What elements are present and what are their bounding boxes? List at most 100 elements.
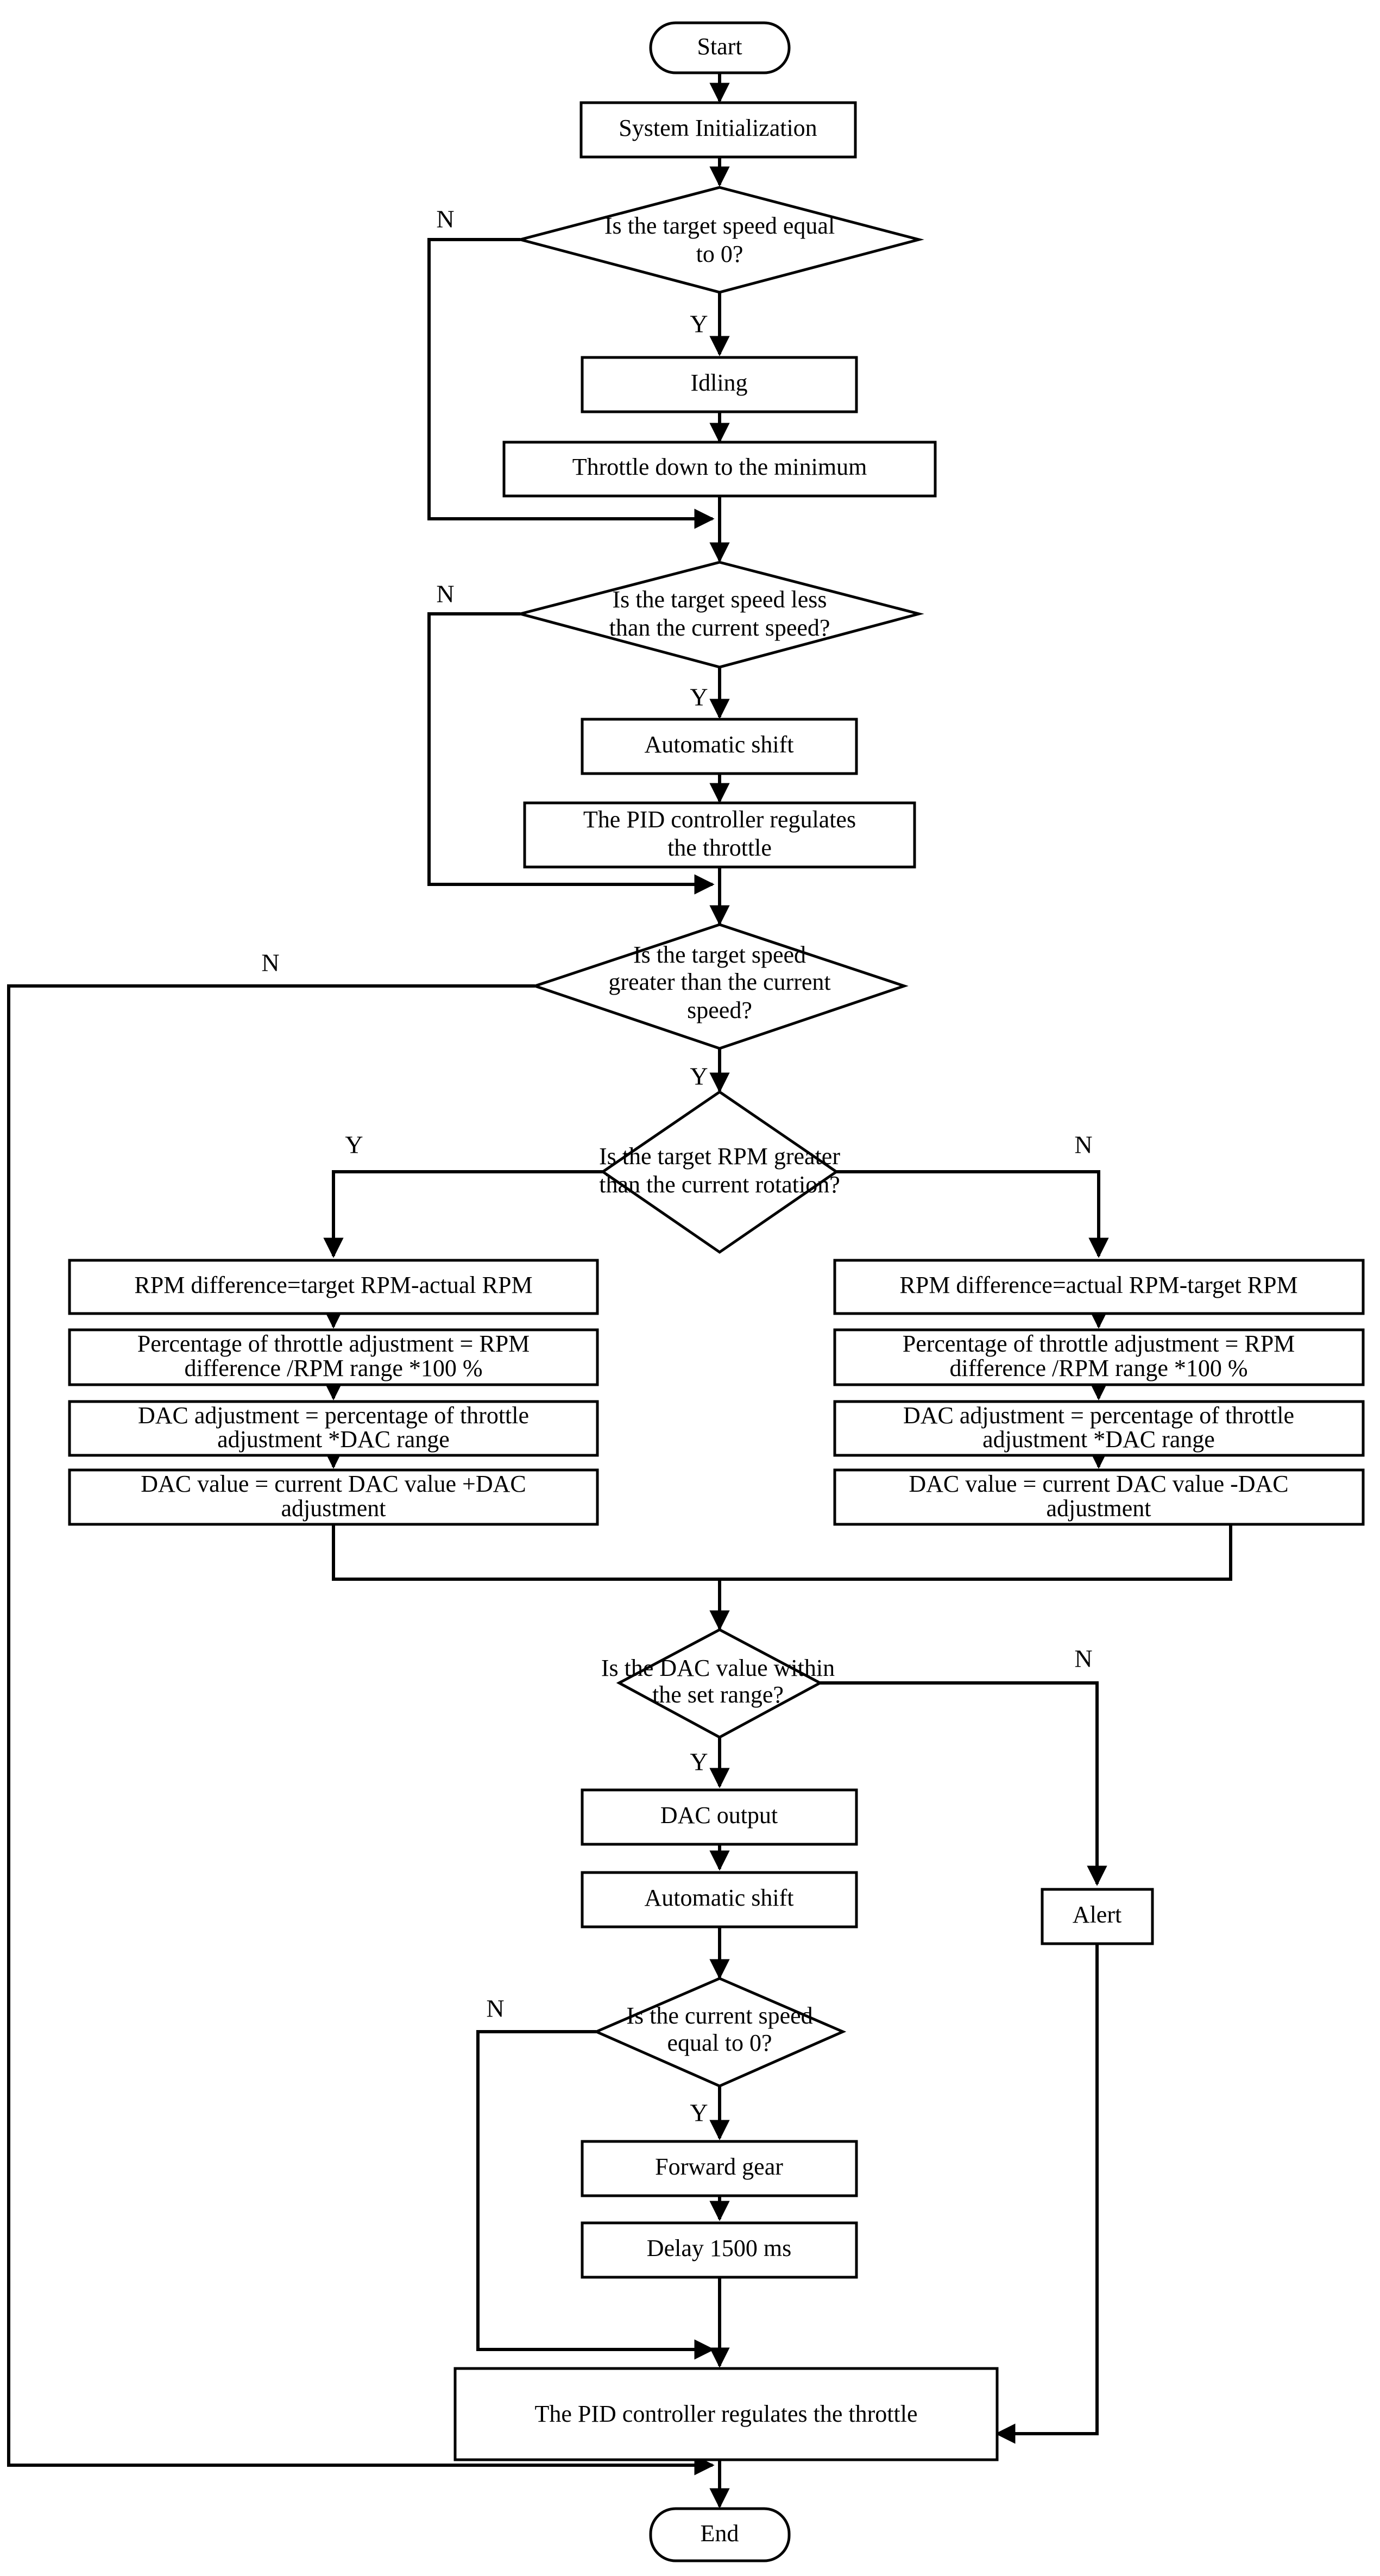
decision-target-zero-shape [515, 186, 924, 294]
auto-shift-1-shape [581, 718, 858, 775]
decision-dac-range-label-line1: Is the DAC value within [601, 1655, 835, 1681]
node-decision-target-greater-than-current[interactable]: Is the target speed greater than the cur… [531, 923, 909, 1050]
system-init-label: System Initialization [619, 115, 817, 141]
node-dac-output[interactable]: DAC output [581, 1788, 858, 1846]
decision-rpm-greater-shape [600, 1090, 839, 1254]
auto-shift-1-label: Automatic shift [645, 731, 794, 758]
system-init-shape [579, 101, 857, 159]
delay-label: Delay 1500 ms [647, 2235, 791, 2261]
node-left-dac-adjustment[interactable]: DAC adjustment = percentage of throttle … [68, 1400, 599, 1457]
end-label: End [701, 2520, 739, 2547]
edge-label-current-zero-no: N [486, 1995, 504, 2022]
edge-d4-no [836, 1170, 1109, 1258]
right-dac-val-label-line1: DAC value = current DAC value -DAC [909, 1471, 1288, 1497]
node-right-dac-adjustment[interactable]: DAC adjustment = percentage of throttle … [833, 1400, 1365, 1457]
decision-target-less-shape [515, 561, 924, 669]
node-decision-target-less-than-current[interactable]: Is the target speed less than the curren… [515, 561, 924, 669]
right-rpm-diff-shape [833, 1259, 1365, 1315]
node-idling[interactable]: Idling [581, 356, 858, 413]
throttle-min-shape [502, 441, 937, 498]
left-pct-shape [68, 1328, 599, 1386]
node-alert[interactable]: Alert [1041, 1888, 1154, 1945]
node-pid-regulates-throttle-1[interactable]: The PID controller regulates the throttl… [523, 801, 916, 869]
right-dac-val-shape [833, 1468, 1365, 1526]
node-automatic-shift-2[interactable]: Automatic shift [581, 1871, 858, 1928]
node-right-throttle-percentage[interactable]: Percentage of throttle adjustment = RPM … [833, 1328, 1365, 1386]
node-pid-regulates-throttle-2[interactable]: The PID controller regulates the throttl… [453, 2367, 999, 2461]
right-dac-adj-label-line2: adjustment *DAC range [982, 1426, 1215, 1453]
decision-target-less-label-line1: Is the target speed less [612, 586, 827, 613]
left-pct-label-line2: difference /RPM range *100 % [184, 1355, 482, 1381]
alert-label: Alert [1073, 1901, 1121, 1928]
node-end[interactable]: End [649, 2507, 791, 2562]
edge-d2-no [427, 612, 715, 895]
node-delay[interactable]: Delay 1500 ms [581, 2221, 858, 2279]
decision-target-zero-label-line2: to 0? [696, 241, 743, 267]
decision-target-greater-shape [531, 923, 909, 1050]
dac-output-shape [581, 1788, 858, 1846]
edge-d3-no [7, 984, 715, 2476]
edge-label-dac-range-yes: Y [690, 1748, 708, 1776]
edge-label-rpm-greater-no: N [1074, 1131, 1092, 1159]
idling-label: Idling [690, 369, 747, 396]
throttle-min-label: Throttle down to the minimum [572, 454, 867, 480]
decision-dac-range-label-line2: the set range? [652, 1681, 784, 1708]
node-left-dac-value[interactable]: DAC value = current DAC value +DAC adjus… [68, 1468, 599, 1526]
node-decision-target-speed-zero[interactable]: Is the target speed equal to 0? [515, 186, 924, 294]
node-start[interactable]: Start [649, 21, 791, 74]
pid-2-label: The PID controller regulates the throttl… [535, 2401, 918, 2427]
edge-label-target-greater-no: N [261, 949, 279, 977]
pid-1-label-line1: The PID controller regulates [583, 806, 856, 833]
edges [7, 72, 1232, 2509]
right-pct-shape [833, 1328, 1365, 1386]
node-left-throttle-percentage[interactable]: Percentage of throttle adjustment = RPM … [68, 1328, 599, 1386]
left-dac-adj-label-line2: adjustment *DAC range [217, 1426, 450, 1453]
pid-1-shape [523, 801, 916, 869]
decision-rpm-greater-label-line2: than the current rotation? [599, 1171, 840, 1198]
decision-current-zero-label-line2: equal to 0? [667, 2030, 772, 2056]
decision-current-zero-shape [593, 1977, 847, 2088]
node-throttle-down-minimum[interactable]: Throttle down to the minimum [502, 441, 937, 498]
node-decision-dac-within-range[interactable]: Is the DAC value within the set range? [601, 1628, 835, 1739]
edge-d5-no [820, 1681, 1107, 1886]
left-rpm-diff-shape [68, 1259, 599, 1315]
right-dac-adj-label-line1: DAC adjustment = percentage of throttle [903, 1402, 1294, 1429]
node-right-rpm-difference[interactable]: RPM difference=actual RPM-target RPM [833, 1259, 1365, 1315]
left-dac-val-label-line2: adjustment [281, 1495, 386, 1522]
node-decision-current-speed-zero[interactable]: Is the current speed equal to 0? [593, 1977, 847, 2088]
left-dac-adj-label-line1: DAC adjustment = percentage of throttle [138, 1402, 529, 1429]
edge-d4-yes [323, 1170, 603, 1258]
node-system-initialization[interactable]: System Initialization [579, 101, 857, 159]
edge-d1-no [427, 238, 715, 529]
decision-target-zero-label-line1: Is the target speed equal [604, 212, 835, 239]
node-forward-gear[interactable]: Forward gear [581, 2140, 858, 2197]
decision-target-less-label-line2: than the current speed? [609, 614, 830, 641]
left-dac-val-label-line1: DAC value = current DAC value +DAC [141, 1471, 526, 1497]
decision-target-greater-label-line3: speed? [687, 997, 752, 1023]
edge-label-target-zero-no: N [436, 205, 454, 233]
edge-columns-merge [332, 1524, 1232, 1581]
edge-label-rpm-greater-yes: Y [345, 1131, 363, 1159]
edge-label-target-zero-yes: Y [690, 310, 708, 338]
node-right-dac-value[interactable]: DAC value = current DAC value -DAC adjus… [833, 1468, 1365, 1526]
left-rpm-diff-label: RPM difference=target RPM-actual RPM [134, 1272, 532, 1298]
right-rpm-diff-label: RPM difference=actual RPM-target RPM [899, 1272, 1297, 1298]
left-pct-label-line1: Percentage of throttle adjustment = RPM [137, 1330, 530, 1357]
right-dac-adj-shape [833, 1400, 1365, 1457]
dac-output-label: DAC output [660, 1802, 778, 1829]
left-dac-val-shape [68, 1468, 599, 1526]
alert-shape [1041, 1888, 1154, 1945]
forward-gear-shape [581, 2140, 858, 2197]
edge-alert-to-pid2 [995, 1944, 1099, 2444]
delay-shape [581, 2221, 858, 2279]
edge-label-target-less-no: N [436, 580, 454, 608]
start-label: Start [697, 33, 742, 60]
node-decision-target-rpm-greater[interactable]: Is the target RPM greater than the curre… [599, 1090, 840, 1254]
edge-label-current-zero-yes: Y [690, 2099, 708, 2127]
start-terminator-shape [649, 21, 791, 74]
node-automatic-shift-1[interactable]: Automatic shift [581, 718, 858, 775]
left-dac-adj-shape [68, 1400, 599, 1457]
node-left-rpm-difference[interactable]: RPM difference=target RPM-actual RPM [68, 1259, 599, 1315]
